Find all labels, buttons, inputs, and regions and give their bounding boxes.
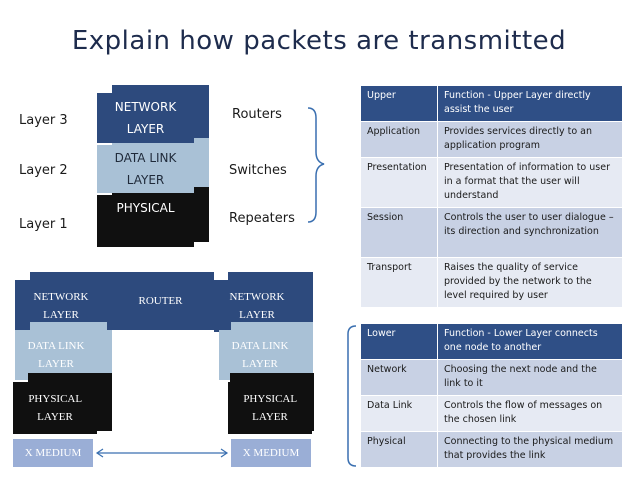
layer-1-label: Layer 1 — [19, 217, 68, 232]
page-title: Explain how packets are transmitted — [71, 26, 567, 56]
layer-3-label: Layer 3 — [19, 113, 68, 128]
right-medium-block: X MEDIUM — [231, 439, 311, 467]
lower-row-layer: Data Link — [361, 395, 438, 432]
top-network-block: NETWORK LAYER — [97, 93, 194, 143]
top-physical-front: PHYSICAL — [97, 195, 194, 247]
top-physical-label: PHYSICAL — [116, 201, 175, 215]
table-row: Lower Function - Lower Layer connects on… — [361, 324, 622, 360]
table-row: Data Link Controls the flow of messages … — [361, 395, 622, 432]
left-datalink-block: DATA LINK LAYER — [15, 330, 97, 380]
right-datalink-block: DATA LINK LAYER — [219, 330, 301, 380]
table-row: Upper Function - Upper Layer directly as… — [361, 86, 622, 122]
top-datalink-block: DATA LINK LAYER — [97, 145, 194, 193]
upper-row-layer: Presentation — [361, 157, 438, 208]
upper-row-layer: Transport — [361, 257, 438, 308]
lower-row-layer: Physical — [361, 431, 438, 468]
upper-layers-table: Upper Function - Upper Layer directly as… — [361, 86, 622, 308]
table-row: Presentation Presentation of information… — [361, 157, 622, 208]
upper-header-layer: Upper — [361, 86, 438, 122]
upper-row-function: Controls the user to user dialogue – its… — [437, 207, 622, 258]
lower-row-function: Connecting to the physical medium that p… — [437, 431, 622, 468]
device-repeaters: Repeaters — [229, 211, 295, 226]
layer-2-label: Layer 2 — [19, 163, 68, 178]
medium-double-arrow — [95, 448, 229, 458]
lower-bracket — [347, 325, 357, 467]
top-brace — [307, 107, 325, 223]
device-switches: Switches — [229, 163, 287, 178]
upper-row-layer: Application — [361, 121, 438, 158]
table-row: Session Controls the user to user dialog… — [361, 207, 622, 258]
lower-row-function: Choosing the next node and the link to i… — [437, 359, 622, 396]
lower-header-function: Function - Lower Layer connects one node… — [437, 324, 622, 360]
right-physical-block: PHYSICAL LAYER — [228, 382, 312, 434]
left-medium-block: X MEDIUM — [13, 439, 93, 467]
router-block: ROUTER — [107, 272, 214, 330]
upper-row-function: Raises the quality of service provided b… — [437, 257, 622, 308]
upper-row-layer: Session — [361, 207, 438, 258]
table-row: Transport Raises the quality of service … — [361, 257, 622, 308]
lower-header-layer: Lower — [361, 324, 438, 360]
upper-row-function: Provides services directly to an applica… — [437, 121, 622, 158]
table-row: Network Choosing the next node and the l… — [361, 359, 622, 396]
lower-row-layer: Network — [361, 359, 438, 396]
device-routers: Routers — [232, 107, 282, 122]
upper-header-function: Function - Upper Layer directly assist t… — [437, 86, 622, 122]
lower-layers-table: Lower Function - Lower Layer connects on… — [361, 324, 622, 468]
left-physical-block: PHYSICAL LAYER — [13, 382, 97, 434]
table-row: Application Provides services directly t… — [361, 121, 622, 158]
lower-row-function: Controls the flow of messages on the cho… — [437, 395, 622, 432]
upper-row-function: Presentation of information to user in a… — [437, 157, 622, 208]
table-row: Physical Connecting to the physical medi… — [361, 431, 622, 468]
